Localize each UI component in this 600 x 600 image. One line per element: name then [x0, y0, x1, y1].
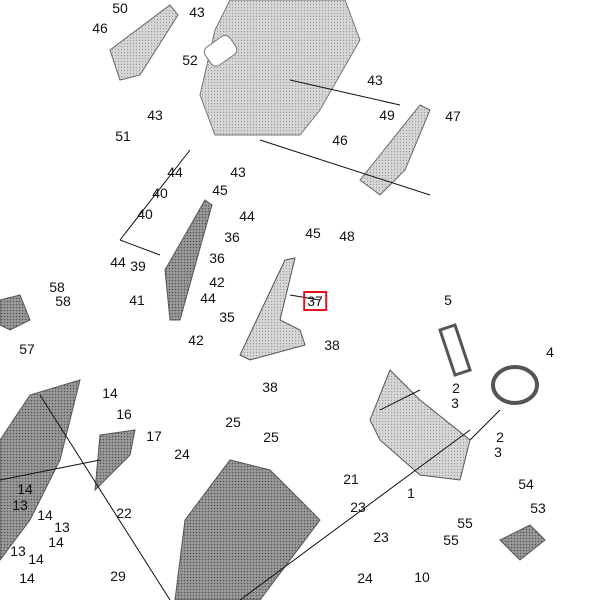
part-label[interactable]: 23 [350, 499, 366, 515]
part-label[interactable]: 14 [37, 507, 53, 523]
part-label[interactable]: 40 [137, 206, 153, 222]
part-label[interactable]: 40 [152, 185, 168, 201]
part-label[interactable]: 44 [200, 290, 216, 306]
part-label[interactable]: 39 [130, 258, 146, 274]
part-label[interactable]: 57 [19, 341, 35, 357]
part-label[interactable]: 54 [518, 476, 534, 492]
part-label[interactable]: 50 [112, 0, 128, 16]
part-label[interactable]: 43 [230, 164, 246, 180]
stay-39-41 [164, 199, 213, 321]
part-label[interactable]: 25 [225, 414, 241, 430]
panel-16 [94, 429, 136, 492]
part-label[interactable]: 49 [379, 107, 395, 123]
part-label[interactable]: 52 [182, 52, 198, 68]
part-label[interactable]: 25 [263, 429, 279, 445]
part-label[interactable]: 43 [189, 4, 205, 20]
part-label[interactable]: 14 [48, 534, 64, 550]
part-label[interactable]: 2 [452, 380, 460, 396]
part-label[interactable]: 44 [239, 208, 255, 224]
part-label[interactable]: 23 [373, 529, 389, 545]
part-label[interactable]: 58 [55, 293, 71, 309]
part-label[interactable]: 14 [102, 385, 118, 401]
part-label[interactable]: 46 [332, 132, 348, 148]
part-label[interactable]: 14 [28, 551, 44, 567]
part-label[interactable]: 41 [129, 292, 145, 308]
part-label[interactable]: 42 [209, 274, 225, 290]
part-label[interactable]: 46 [92, 20, 108, 36]
part-label[interactable]: 53 [530, 500, 546, 516]
part-label[interactable]: 21 [343, 471, 359, 487]
part-label[interactable]: 14 [17, 481, 33, 497]
part-label[interactable]: 13 [54, 519, 70, 535]
part-label[interactable]: 43 [147, 107, 163, 123]
part-label[interactable]: 43 [367, 72, 383, 88]
side-cowl-left [0, 379, 81, 561]
part-label[interactable]: 44 [167, 164, 183, 180]
part-label[interactable]: 36 [209, 250, 225, 266]
windshield [199, 0, 361, 136]
part-label[interactable]: 5 [444, 292, 452, 308]
part-label[interactable]: 3 [451, 395, 459, 411]
part-label[interactable]: 16 [116, 406, 132, 422]
part-label[interactable]: 14 [19, 570, 35, 586]
part-label[interactable]: 51 [115, 128, 131, 144]
part-label[interactable]: 3 [494, 444, 502, 460]
part-label[interactable]: 13 [10, 543, 26, 559]
leader-lines [0, 79, 501, 600]
part-label[interactable]: 4 [546, 344, 554, 360]
part-label[interactable]: 1 [407, 485, 415, 501]
part-label[interactable]: 55 [443, 532, 459, 548]
part-label[interactable]: 2 [496, 429, 504, 445]
part-label[interactable]: 35 [219, 309, 235, 325]
part-label[interactable]: 29 [110, 568, 126, 584]
part-label[interactable]: 45 [212, 182, 228, 198]
part-label[interactable]: 38 [324, 337, 340, 353]
bracket-58-57 [0, 294, 31, 331]
part-label[interactable]: 58 [49, 279, 65, 295]
part-label[interactable]: 44 [110, 254, 126, 270]
part-label[interactable]: 22 [116, 505, 132, 521]
stay-37 [239, 257, 306, 361]
part-label[interactable]: 10 [414, 569, 430, 585]
part-label-highlighted[interactable]: 37 [303, 291, 327, 311]
part-label[interactable]: 45 [305, 225, 321, 241]
mirror-ring-4 [491, 365, 539, 405]
part-label[interactable]: 24 [174, 446, 190, 462]
part-label[interactable]: 38 [262, 379, 278, 395]
part-label[interactable]: 42 [188, 332, 204, 348]
part-label[interactable]: 47 [445, 108, 461, 124]
bracket-right-top [359, 104, 431, 196]
part-label[interactable]: 24 [357, 570, 373, 586]
meter-assembly-1 [369, 369, 471, 481]
part-label[interactable]: 55 [457, 515, 473, 531]
part-label[interactable]: 48 [339, 228, 355, 244]
front-cowl-21 [174, 459, 321, 600]
part-label[interactable]: 13 [12, 497, 28, 513]
part-label[interactable]: 36 [224, 229, 240, 245]
cover-5 [438, 323, 472, 377]
part-label[interactable]: 17 [146, 428, 162, 444]
bracket-left-top [109, 4, 179, 81]
mirror-53 [499, 524, 546, 561]
